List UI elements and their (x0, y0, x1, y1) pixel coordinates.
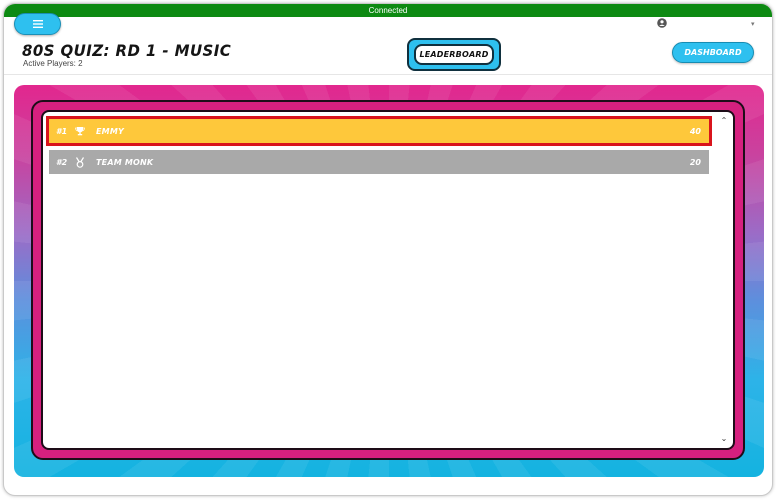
user-circle-icon[interactable] (657, 18, 667, 28)
leaderboard-row-1[interactable]: #1 EMMY 40 (46, 116, 712, 146)
row-player-name: EMMY (96, 126, 124, 136)
leaderboard-list[interactable]: #1 EMMY 40 #2 (41, 110, 735, 450)
trophy-icon (74, 125, 86, 137)
row-score: 20 (689, 157, 701, 167)
page-title: 80S QUIZ: RD 1 - MUSIC (22, 41, 232, 61)
row-score: 40 (689, 126, 701, 136)
dashboard-button[interactable]: DASHBOARD (672, 42, 754, 63)
row-rank: #1 (56, 126, 68, 136)
leaderboard-row-2[interactable]: #2 TEAM MONK 20 (49, 150, 709, 174)
scroll-down-icon[interactable]: ⌄ (720, 434, 728, 443)
leaderboard-panel-frame: #1 EMMY 40 #2 (31, 100, 745, 460)
medal-icon (74, 156, 86, 168)
scroll-up-icon[interactable]: ⌃ (720, 116, 728, 125)
row-rank: #2 (56, 157, 68, 167)
connection-status-text: Connected (368, 6, 408, 15)
leaderboard-button-label: LEADERBOARD (414, 44, 494, 65)
leaderboard-stage: #1 EMMY 40 #2 (14, 85, 764, 477)
app-window: Connected ▾ 80S QUIZ: RD 1 - MUSIC Activ… (3, 3, 773, 496)
connection-status-bar: Connected (4, 4, 772, 17)
account-dropdown-caret-icon[interactable]: ▾ (751, 20, 755, 28)
header-divider (4, 74, 772, 75)
active-players-count: Active Players: 2 (23, 59, 83, 68)
leaderboard-button[interactable]: LEADERBOARD (407, 38, 501, 71)
hamburger-icon (32, 20, 43, 28)
menu-button[interactable] (14, 13, 61, 35)
row-player-name: TEAM MONK (96, 157, 154, 167)
